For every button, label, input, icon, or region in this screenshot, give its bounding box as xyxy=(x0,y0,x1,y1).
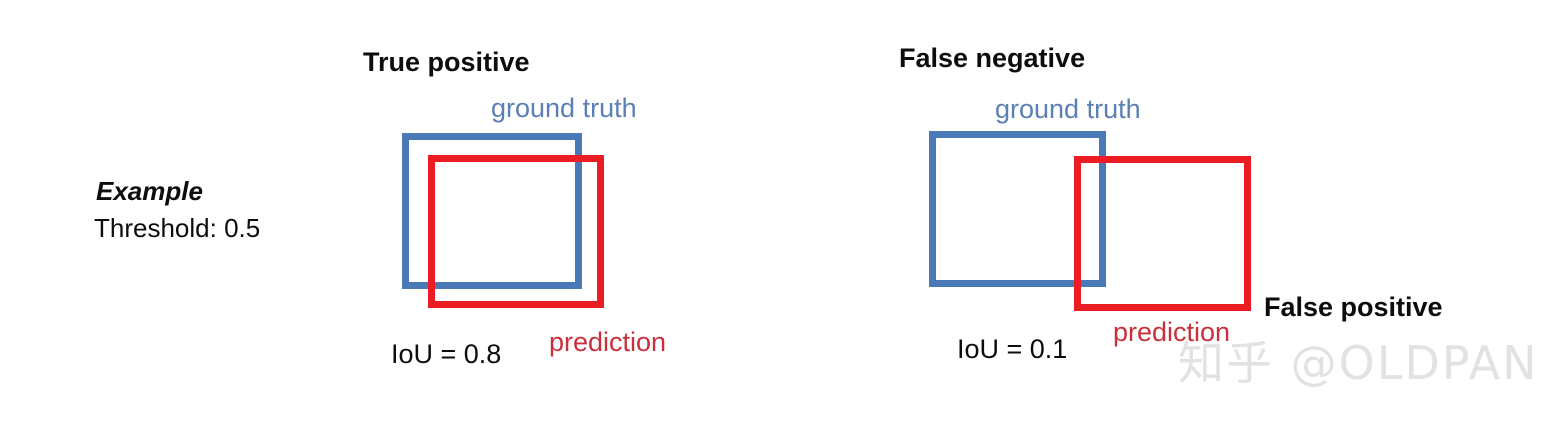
ground-truth-box-left xyxy=(402,133,582,289)
ground-truth-label-left: ground truth xyxy=(491,93,637,123)
prediction-label-left: prediction xyxy=(549,327,667,357)
panel-heading-false-negative: False negative xyxy=(899,43,1086,73)
ground-truth-label-right: ground truth xyxy=(995,94,1141,124)
iou-value-right: IoU = 0.1 xyxy=(957,334,1068,364)
prediction-box-left xyxy=(428,155,604,308)
false-positive-label: False positive xyxy=(1264,292,1443,322)
ground-truth-box-right xyxy=(929,131,1106,287)
threshold-text: Threshold: 0.5 xyxy=(94,213,261,243)
prediction-label-right: prediction xyxy=(1113,317,1231,347)
iou-value-left: IoU = 0.8 xyxy=(391,339,502,369)
watermark-text: 知乎 @OLDPAN xyxy=(1178,336,1539,390)
panel-heading-true-positive: True positive xyxy=(363,47,530,77)
prediction-box-right xyxy=(1074,156,1251,311)
example-title: Example xyxy=(96,176,203,206)
